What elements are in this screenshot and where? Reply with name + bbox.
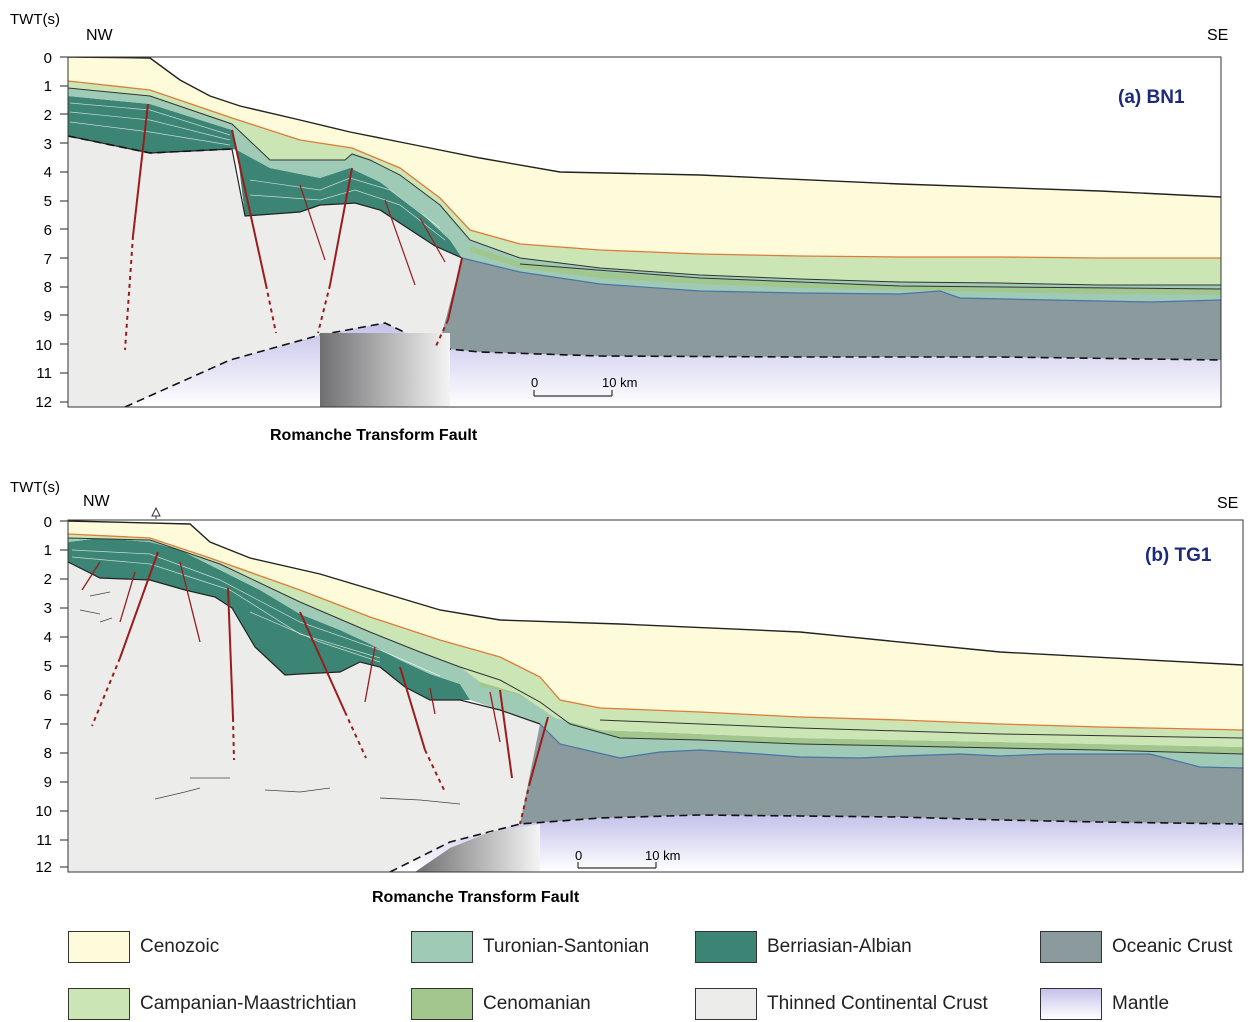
- tick-label: 7: [44, 251, 52, 268]
- legend-swatch: [695, 931, 757, 963]
- legend-label: Cenozoic: [140, 936, 220, 957]
- transform-fault-label: Romanche Transform Fault: [270, 427, 478, 444]
- tick-label: 3: [44, 136, 52, 153]
- depth-ticks: 0 1 2 3 4 5 6 7 8 9 10 11 12: [35, 514, 52, 876]
- moho-line: [389, 814, 1243, 872]
- tick-label: 6: [44, 687, 52, 704]
- depth-ticks: 0 1 2 3 4 5 6 7 8 9 10 11 12: [35, 50, 52, 411]
- moho-line: [68, 135, 233, 154]
- tick-label: 0: [44, 50, 52, 67]
- cross-section-b: TWT(s) NW SE 0 1 2 3 4 5 6 7 8 9 10 11 1…: [10, 479, 1244, 906]
- faults: [81, 551, 549, 825]
- legend-swatch: [68, 988, 130, 1020]
- panel-label: (a) BN1: [1118, 87, 1185, 108]
- legend-label: Berriasian-Albian: [767, 936, 912, 957]
- cenomanian-layer: [480, 682, 1243, 754]
- tick-label: 4: [44, 164, 52, 181]
- legend-label: Oceanic Crust: [1112, 936, 1233, 957]
- tick-label: 0: [44, 514, 52, 531]
- scale-end: 10 km: [602, 375, 637, 390]
- tick-label: 1: [44, 78, 52, 95]
- scale-start: 0: [575, 848, 582, 863]
- tick-label: 9: [44, 308, 52, 325]
- panel-label: (b) TG1: [1145, 545, 1212, 566]
- legend-item-thinned-continental-crust: Thinned Continental Crust: [695, 986, 988, 1022]
- cenomanian-layer: [470, 246, 1221, 295]
- continental-crust-layer: [68, 136, 462, 407]
- transform-fault-zone: [415, 824, 540, 872]
- cross-section-a: TWT(s) NW SE 0 1 2 3 4 5 6 7 8 9 10 11 1…: [10, 11, 1228, 444]
- oceanic-crust-layer: [438, 258, 1221, 360]
- continental-crust-layer: [68, 562, 540, 872]
- legend-label: Mantle: [1112, 993, 1170, 1014]
- tick-label: 2: [44, 571, 52, 588]
- legend-swatch: [1040, 931, 1102, 963]
- legend-item-cenozoic: Cenozoic: [68, 929, 219, 965]
- tick-label: 4: [44, 629, 52, 646]
- legend-swatch: [1040, 988, 1102, 1020]
- mantle-layer: [390, 815, 1243, 872]
- legend-swatch: [411, 988, 473, 1020]
- tick-label: 12: [35, 394, 52, 411]
- moho-line: [124, 322, 1221, 407]
- tick-label: 8: [44, 279, 52, 296]
- tick-label: 11: [36, 365, 52, 382]
- scale-start: 0: [531, 375, 538, 390]
- legend-item-berriasian-albian: Berriasian-Albian: [695, 929, 912, 965]
- legend-label: Turonian-Santonian: [483, 936, 650, 957]
- tick-label: 10: [35, 803, 52, 820]
- direction-nw: NW: [86, 27, 114, 44]
- tick-label: 11: [36, 832, 52, 849]
- tick-label: 5: [44, 658, 52, 675]
- tick-label: 8: [44, 745, 52, 762]
- axis-title: TWT(s): [10, 479, 60, 496]
- direction-se: SE: [1217, 495, 1238, 512]
- legend-label: Campanian-Maastrichtian: [140, 993, 357, 1014]
- legend-item-cenomanian: Cenomanian: [411, 986, 591, 1022]
- tick-label: 9: [44, 774, 52, 791]
- well-marker-icon: [151, 506, 161, 517]
- axis-title: TWT(s): [10, 11, 60, 28]
- faults: [124, 103, 463, 351]
- legend-item-campanian-maastrichtian: Campanian-Maastrichtian: [68, 986, 357, 1022]
- tick-label: 12: [35, 859, 52, 876]
- legend-label: Cenomanian: [483, 993, 591, 1014]
- berriasian-albian-layer: [237, 150, 462, 258]
- legend-item-mantle: Mantle: [1040, 986, 1169, 1022]
- oceanic-crust-layer: [520, 724, 1243, 824]
- legend-item-turonian-santonian: Turonian-Santonian: [411, 929, 649, 965]
- turonian-santonian-layer: [68, 88, 1221, 302]
- direction-nw: NW: [83, 493, 111, 510]
- tick-label: 7: [44, 716, 52, 733]
- legend-swatch: [695, 988, 757, 1020]
- tick-label: 1: [44, 542, 52, 559]
- tick-label: 5: [44, 193, 52, 210]
- legend-item-oceanic-crust: Oceanic Crust: [1040, 929, 1232, 965]
- transform-fault-zone: [320, 333, 450, 407]
- tick-label: 3: [44, 600, 52, 617]
- berriasian-albian-layer: [68, 538, 470, 700]
- berriasian-albian-layer: [68, 96, 237, 153]
- tick-label: 6: [44, 222, 52, 239]
- legend-label: Thinned Continental Crust: [767, 993, 988, 1014]
- cenozoic-layer: [68, 57, 1221, 258]
- transform-fault-label: Romanche Transform Fault: [372, 889, 580, 906]
- direction-se: SE: [1207, 27, 1228, 44]
- tick-label: 10: [35, 337, 52, 354]
- legend-swatch: [411, 931, 473, 963]
- tick-label: 2: [44, 107, 52, 124]
- scale-end: 10 km: [645, 848, 680, 863]
- legend-swatch: [68, 931, 130, 963]
- legend: Cenozoic Turonian-Santonian Berriasian-A…: [0, 922, 1251, 1021]
